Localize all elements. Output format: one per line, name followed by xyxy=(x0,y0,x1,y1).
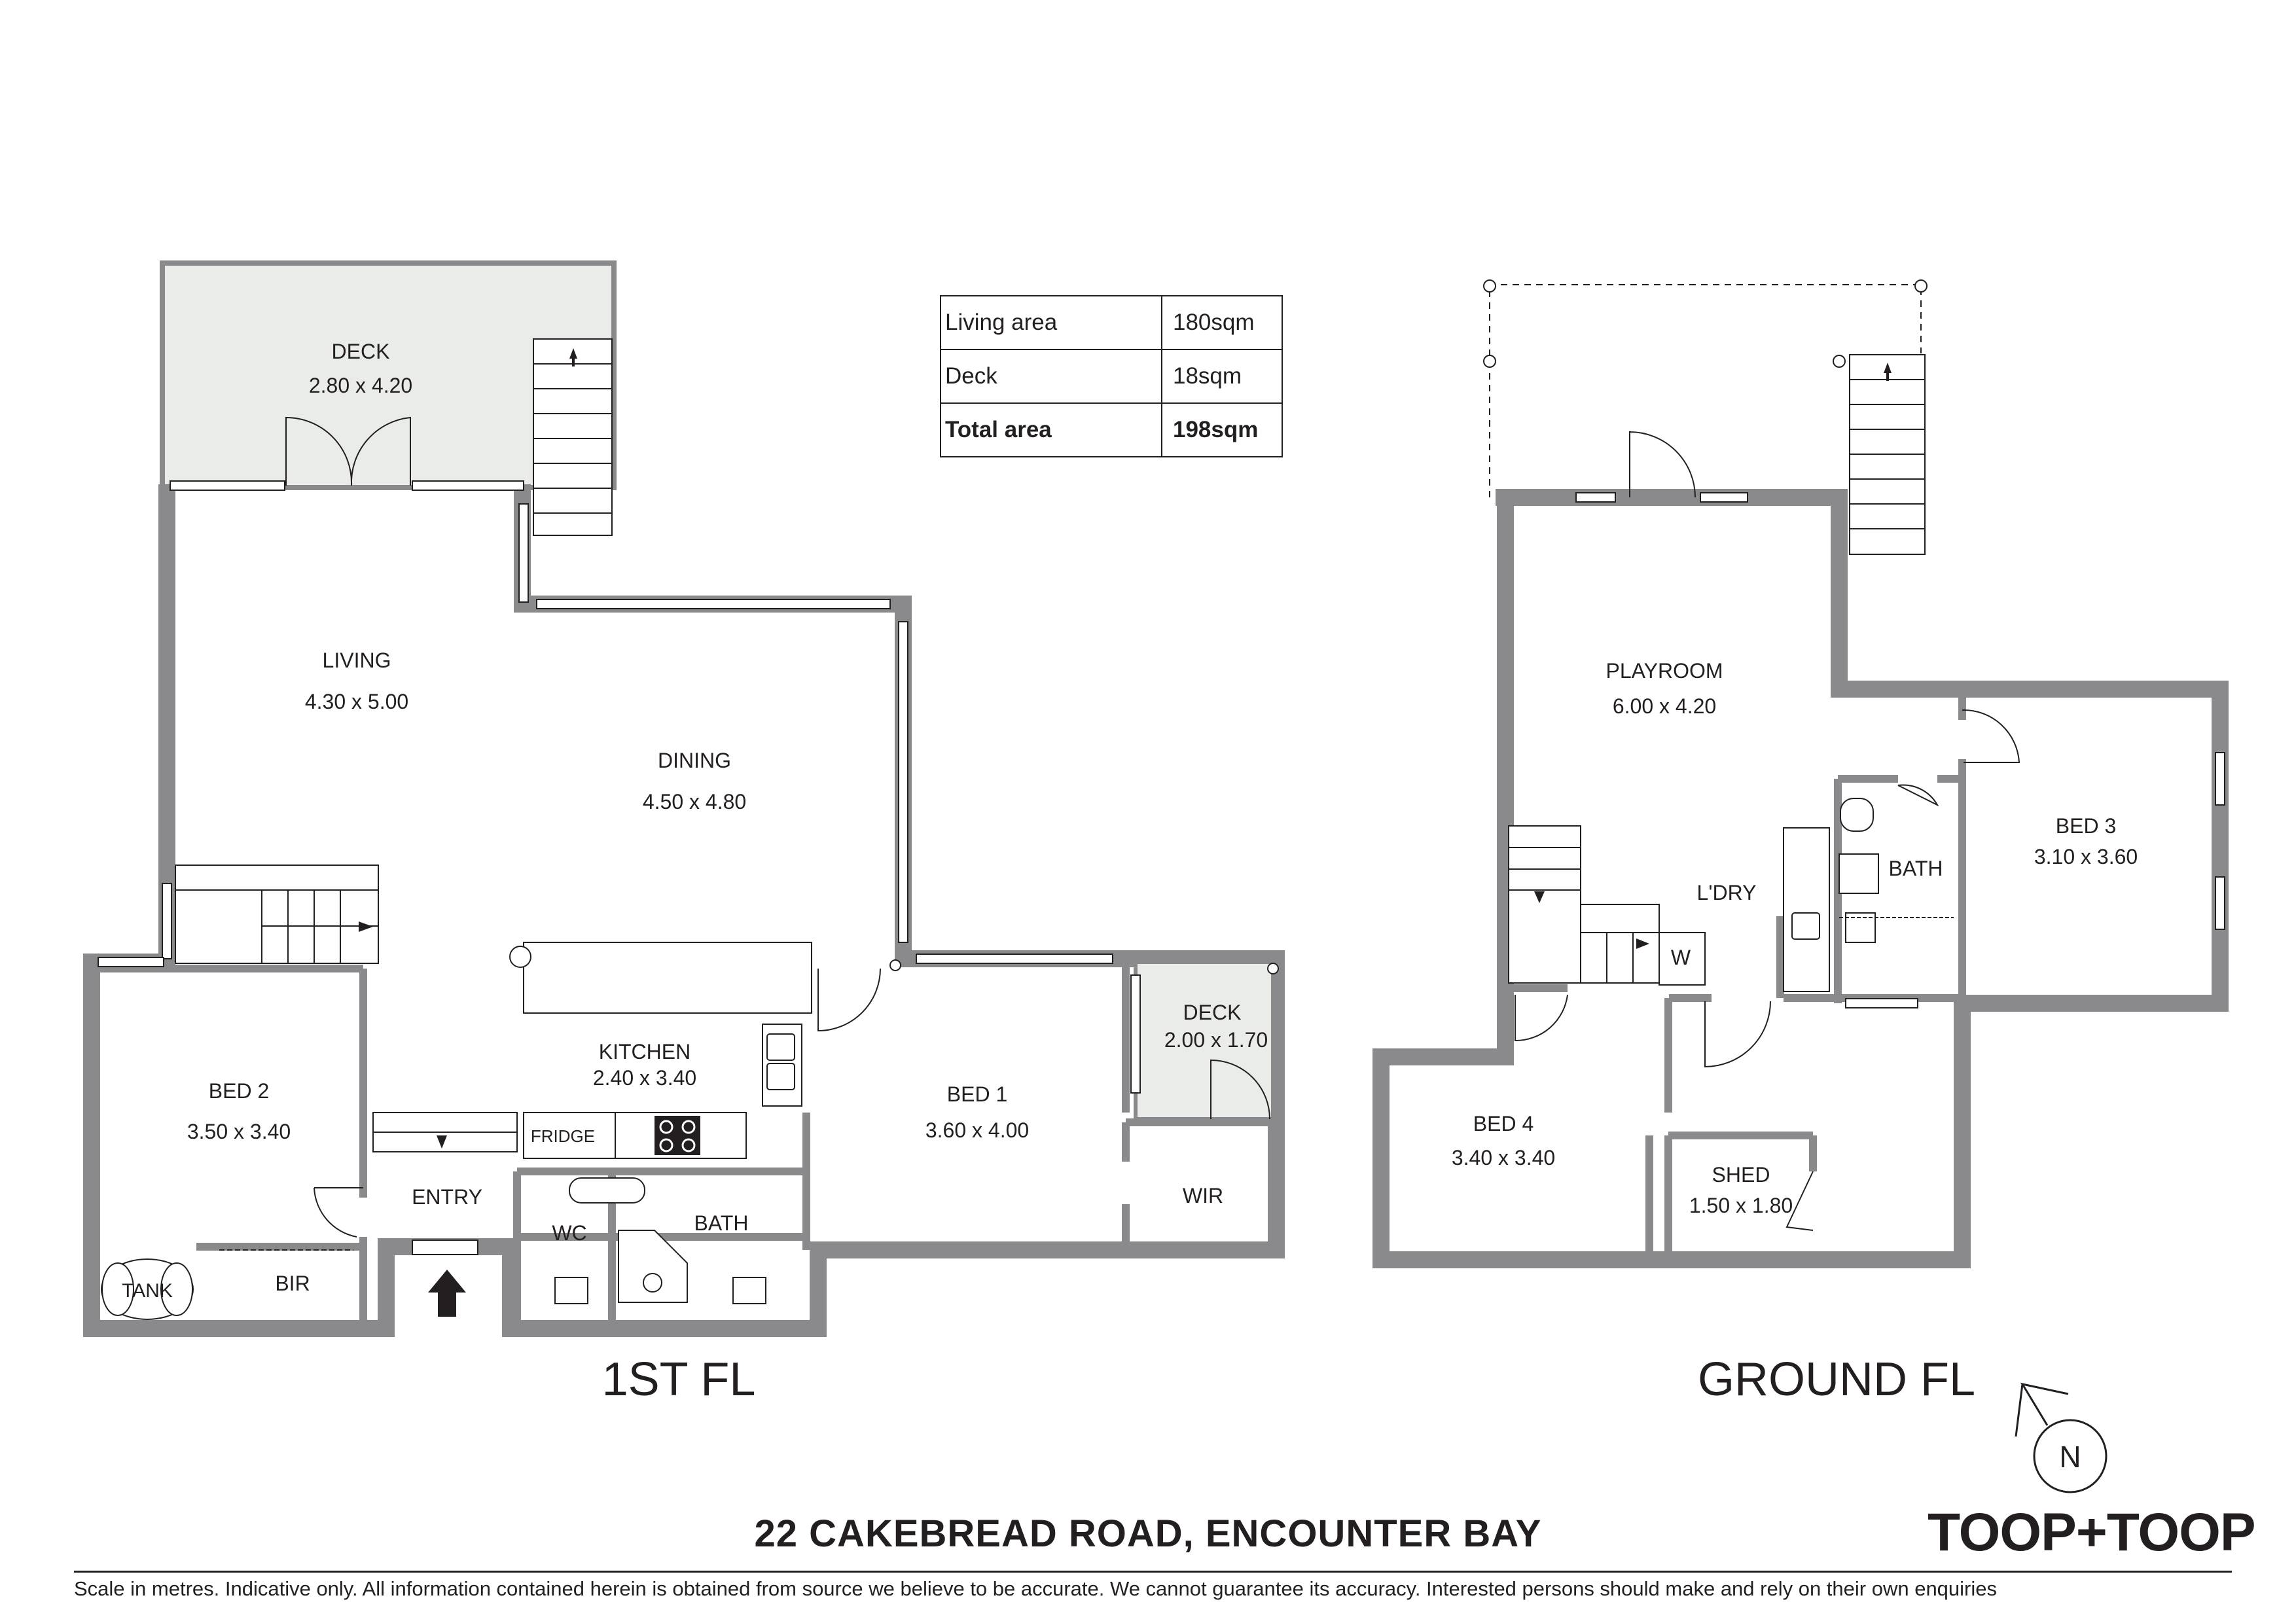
table-row: Deck 18sqm xyxy=(940,349,1283,404)
area-row-label: Deck xyxy=(940,349,1162,404)
deck-small-area xyxy=(1134,960,1275,1121)
north-arrow-icon: N xyxy=(2015,1382,2108,1493)
bed1-size: 3.60 x 4.00 xyxy=(925,1118,1029,1142)
bed3-label: BED 3 xyxy=(2056,814,2116,838)
property-address: 22 CAKEBREAD ROAD, ENCOUNTER BAY xyxy=(754,1512,1542,1555)
bath-fixtures xyxy=(554,1177,766,1304)
area-row-value: 18sqm xyxy=(1161,349,1283,404)
ground-floor-plan: PLAYROOM 6.00 x 4.20 BED 3 3.10 x 3.60 B… xyxy=(1372,279,2229,1406)
playroom-size: 6.00 x 4.20 xyxy=(1613,694,1716,718)
bath-label: BATH xyxy=(694,1211,749,1235)
deck-top-size: 2.80 x 4.20 xyxy=(309,374,412,397)
deck-post-icon xyxy=(1267,963,1279,974)
kitchen-label: KITCHEN xyxy=(599,1040,691,1063)
ground-deck-outline xyxy=(1489,284,1922,497)
range-hood-icon xyxy=(509,946,531,968)
bed2-label: BED 2 xyxy=(209,1079,269,1103)
ground-floor-windows xyxy=(1575,492,2225,1008)
dining-post-icon xyxy=(889,959,901,971)
entry-label: ENTRY xyxy=(412,1185,482,1209)
footer-divider xyxy=(74,1571,2232,1573)
dining-label: DINING xyxy=(658,749,731,772)
total-area-label: Total area xyxy=(940,402,1162,457)
ground-doors xyxy=(1515,431,2020,1231)
ground-down-arrow-icon xyxy=(1534,891,1545,903)
deck-door-swing xyxy=(1210,1059,1270,1120)
dining-size: 4.50 x 4.80 xyxy=(643,790,746,813)
playroom-label: PLAYROOM xyxy=(1606,659,1723,683)
living-size: 4.30 x 5.00 xyxy=(305,690,408,713)
kitchen-benches xyxy=(523,942,812,1159)
total-area-value: 198sqm xyxy=(1161,402,1283,457)
kitchen-size: 2.40 x 3.40 xyxy=(593,1066,696,1090)
ground-deck-posts xyxy=(1483,279,1928,368)
first-floor-windows xyxy=(98,480,1141,1094)
area-summary-table: Living area 180sqm Deck 18sqm Total area… xyxy=(940,295,1283,457)
ground-outside-stairs xyxy=(1849,354,1926,555)
brand-logo: TOOP+TOOP xyxy=(1928,1503,2256,1562)
table-row-total: Total area 198sqm xyxy=(940,402,1283,457)
first-floor-title: 1ST FL xyxy=(602,1353,756,1406)
cooktop-icon xyxy=(655,1116,700,1155)
entry-arrow-icon xyxy=(428,1270,466,1317)
laundry-label: L'DRY xyxy=(1697,881,1757,904)
fridge-label: FRIDGE xyxy=(531,1126,595,1146)
table-row: Living area 180sqm xyxy=(940,295,1283,350)
deck-stairs-arrow-icon xyxy=(569,348,577,366)
living-label: LIVING xyxy=(323,649,391,672)
ground-right-arrow-icon xyxy=(1636,938,1649,949)
ground-stairs-arrow-icon xyxy=(1884,363,1892,381)
area-row-label: Living area xyxy=(940,295,1162,350)
bir-label: BIR xyxy=(275,1272,310,1295)
internal-stairs-arrow-icon xyxy=(359,921,373,932)
ground-bath-label: BATH xyxy=(1889,857,1943,880)
bed4-size: 3.40 x 3.40 xyxy=(1452,1146,1555,1169)
shed-size: 1.50 x 1.80 xyxy=(1689,1194,1793,1217)
entry-door-swing xyxy=(314,1187,363,1238)
shed-label: SHED xyxy=(1712,1163,1770,1186)
ground-floor-title: GROUND FL xyxy=(1698,1353,1975,1406)
deck-small-size: 2.00 x 1.70 xyxy=(1164,1028,1268,1052)
bed3-size: 3.10 x 3.60 xyxy=(2034,845,2138,868)
bed2-size: 3.50 x 3.40 xyxy=(187,1120,291,1143)
deck-top-label: DECK xyxy=(332,340,390,363)
ground-internal-stairs xyxy=(1508,825,1706,986)
deck-double-door xyxy=(285,416,411,486)
internal-stairs xyxy=(175,865,379,964)
bed1-label: BED 1 xyxy=(947,1082,1007,1106)
entry-stairs-arrow-icon xyxy=(437,1135,447,1149)
dining-door-swing xyxy=(817,968,881,1032)
tank-label: TANK xyxy=(122,1280,173,1302)
laundry-fixtures xyxy=(1783,798,1879,992)
entry-stairs xyxy=(372,1112,518,1152)
deck-small-label: DECK xyxy=(1183,1001,1242,1024)
tank-icon xyxy=(101,1258,194,1320)
area-row-value: 180sqm xyxy=(1161,295,1283,350)
ground-floor-interior-walls xyxy=(1501,689,1966,1260)
north-letter: N xyxy=(2059,1440,2081,1474)
wir-label: WIR xyxy=(1183,1184,1223,1207)
first-floor-plan: DECK 2.80 x 4.20 LIVING 4.30 x 5.00 DINI… xyxy=(83,260,1285,1406)
bed4-label: BED 4 xyxy=(1473,1112,1534,1135)
w-label: W xyxy=(1671,946,1691,969)
deck-stairs xyxy=(533,338,613,536)
disclaimer-text: Scale in metres. Indicative only. All in… xyxy=(74,1577,1998,1600)
sink-icon xyxy=(766,1033,795,1090)
front-door-threshold xyxy=(412,1240,478,1255)
wc-label: WC xyxy=(552,1221,586,1245)
